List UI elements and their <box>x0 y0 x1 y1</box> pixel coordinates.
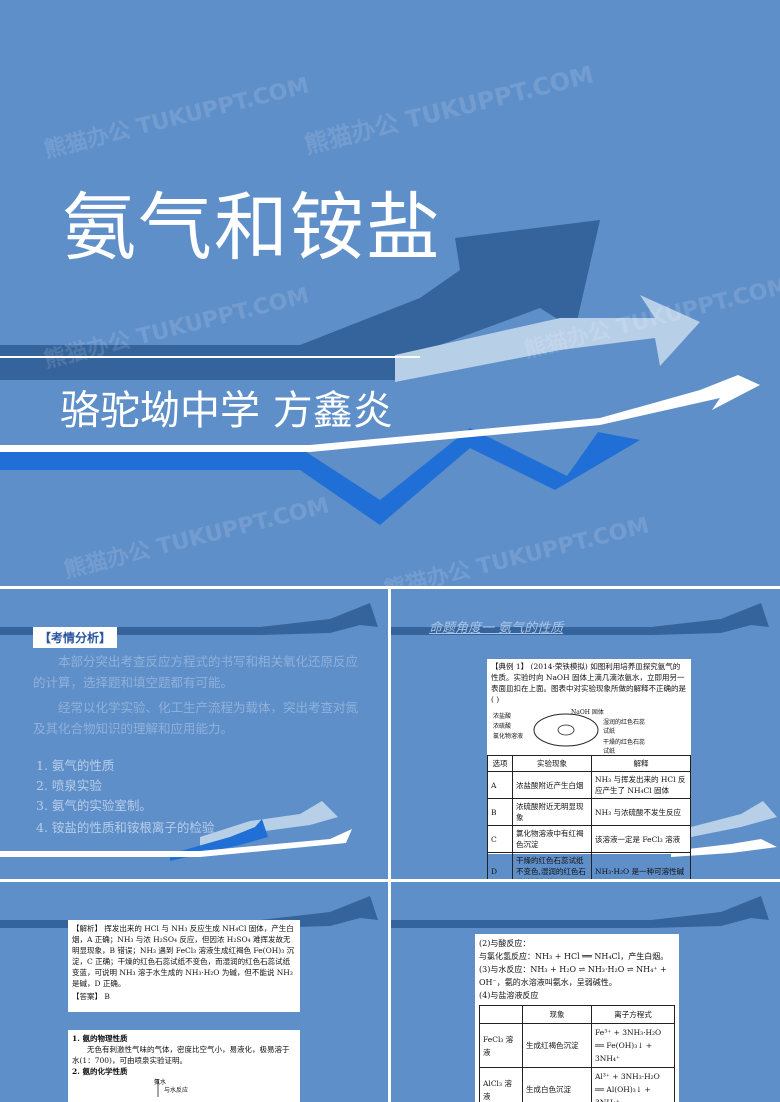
example-text: 【典例 1】 (2014·荣铁模拟) 如图利用培养皿探究氨气的性质。实验时向 N… <box>491 662 686 704</box>
diagram-label: 氨水 <box>154 1079 167 1086</box>
section-tag: 【考情分析】 <box>33 627 118 648</box>
slide-arrows <box>391 603 777 857</box>
analysis-text: 【解析】 挥发出来的 HCl 与 NH₃ 反应生成 NH₄Cl 固体，产生白烟，… <box>72 924 295 988</box>
answer-text: 【答案】 B <box>72 992 110 1001</box>
angle-title: 命题角度一 氨气的性质 <box>429 621 564 636</box>
section-text: 无色有刺激性气味的气体，密度比空气小，易液化，极易溶于水(1：700)，可由喷泉… <box>72 1045 290 1065</box>
bright-arrow <box>0 428 640 525</box>
topic-item: 4. 铵盐的性质和铵根离子的检验 <box>36 820 215 835</box>
section-heading: 2. 氨的化学性质 <box>72 1067 128 1076</box>
text-line: (3)与水反应：NH₃ + H₂O ⇌ NH₃·H₂O ⇌ NH₄⁺ + <box>479 965 667 974</box>
topic-item: 2. 喷泉实验 <box>36 778 102 793</box>
slide-arrows <box>391 896 769 928</box>
table-header-row: 选项 实验现象 解释 <box>487 755 691 772</box>
text-line: 与氯化氢反应：NH₃ + HCl ══ NH₄Cl，产生白烟。 <box>479 952 669 961</box>
slide-thumbnail-example[interactable]: 命题角度一 氨气的性质 【典例 1】 (2014·荣铁模拟) 如图利用培养皿探究… <box>391 589 780 879</box>
arrow-graphics <box>0 220 760 525</box>
analysis-document: 【解析】 挥发出来的 HCl 与 NH₃ 反应生成 NH₄Cl 固体，产生白烟，… <box>68 920 300 1012</box>
dark-arrow <box>0 220 600 380</box>
slide-thumbnail-analysis[interactable]: 【考情分析】 本部分突出考查反应方程式的书写和相关氧化还原反应的计算，选择题和填… <box>0 589 388 879</box>
text-line: OH⁻，氨的水溶液叫氨水，呈弱碱性。 <box>479 978 617 987</box>
topic-item: 1. 氨气的性质 <box>36 758 115 773</box>
paragraph: 经常以化学实验、化工生产流程为载体，突出考查对氮及其化合物知识的理解和应用能力。 <box>33 700 359 736</box>
light-arrow <box>395 295 700 382</box>
title-slide: 熊猫办公 TUKUPPT.COM 熊猫办公 TUKUPPT.COM 熊猫办公 T… <box>0 0 780 586</box>
diagram-label: 湿润的红色石蕊试纸 <box>603 719 646 735</box>
diagram-label: 浓硫酸 <box>493 723 512 730</box>
page-title: 氨气和铵盐 <box>62 185 442 271</box>
reactions-document: (2)与酸反应： 与氯化氢反应：NH₃ + HCl ══ NH₄Cl，产生白烟。… <box>475 934 679 1102</box>
apparatus-diagram: NaOH 固体 浓盐酸 浓硫酸 氯化物溶液 湿润的红色石蕊试纸 干燥的红色石蕊试… <box>491 707 687 755</box>
section-heading: 1. 氨的物理性质 <box>72 1034 128 1043</box>
example-document: 【典例 1】 (2014·荣铁模拟) 如图利用培养皿探究氨气的性质。实验时向 N… <box>487 659 691 879</box>
dish-icon <box>533 713 599 747</box>
reaction-diagram: 氨水 与水反应 <box>72 1077 296 1097</box>
text-line: (4)与盐溶液反应 <box>479 991 539 1000</box>
topic-item: 3. 氨气的实验室制。 <box>36 798 152 813</box>
diagram-label: 干燥的红色石蕊试纸 <box>603 739 646 755</box>
text-line: (2)与酸反应： <box>479 939 531 948</box>
paragraph: 本部分突出考查反应方程式的书写和相关氧化还原反应的计算，选择题和填空题都有可能。 <box>33 654 359 690</box>
slide-thumbnail-properties[interactable]: 【解析】 挥发出来的 HCl 与 NH₃ 反应生成 NH₄Cl 固体，产生白烟，… <box>0 882 388 1102</box>
slide-thumbnail-reactions[interactable]: (2)与酸反应： 与氯化氢反应：NH₃ + HCl ══ NH₄Cl，产生白烟。… <box>391 882 780 1102</box>
diagram-label: 氯化物溶液 <box>493 733 524 740</box>
diagram-label: NaOH 固体 <box>571 709 604 716</box>
table-header-row: 现象 离子方程式 <box>479 1005 675 1024</box>
diagram-label: 浓盐酸 <box>493 713 512 720</box>
diagram-label: 与水反应 <box>164 1087 189 1094</box>
properties-document: 1. 氨的物理性质 无色有刺激性气味的气体，密度比空气小，易液化，极易溶于水(1… <box>68 1030 300 1102</box>
arrow-icon <box>157 1079 159 1097</box>
page-subtitle: 骆驼坳中学 方鑫炎 <box>60 388 393 434</box>
